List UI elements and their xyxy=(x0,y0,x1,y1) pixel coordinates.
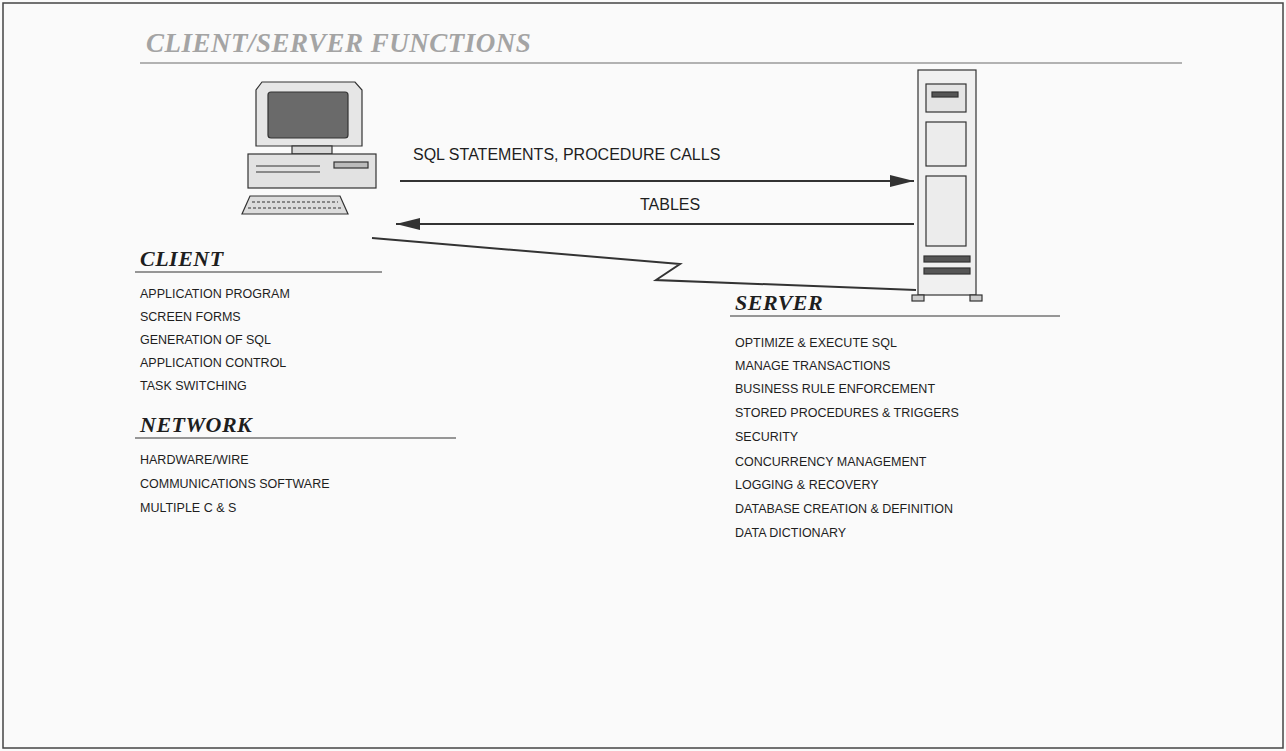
diagram-title: CLIENT/SERVER FUNCTIONS xyxy=(146,28,531,59)
function-item: COMMUNICATIONS SOFTWARE xyxy=(140,477,330,491)
request-arrow xyxy=(400,180,914,182)
function-item: STORED PROCEDURES & TRIGGERS xyxy=(735,406,959,420)
section-heading: CLIENT xyxy=(140,246,224,271)
function-item: BUSINESS RULE ENFORCEMENT xyxy=(735,382,935,396)
function-item: SCREEN FORMS xyxy=(140,310,241,324)
arrow-label: TABLES xyxy=(640,196,700,214)
page-frame xyxy=(3,3,1283,748)
function-item: HARDWARE/WIRE xyxy=(140,453,249,467)
section-heading: SERVER xyxy=(735,290,823,315)
function-item: OPTIMIZE & EXECUTE SQL xyxy=(735,336,897,350)
heading-rule xyxy=(135,437,456,438)
title-rule xyxy=(140,62,1182,64)
function-item: APPLICATION PROGRAM xyxy=(140,287,290,301)
function-item: TASK SWITCHING xyxy=(140,379,247,393)
function-item: APPLICATION CONTROL xyxy=(140,356,286,370)
function-item: LOGGING & RECOVERY xyxy=(735,478,879,492)
heading-rule xyxy=(730,315,1060,316)
function-item: MULTIPLE C & S xyxy=(140,501,236,515)
network-wire xyxy=(372,238,916,290)
computer-illustration xyxy=(242,82,376,214)
function-item: SECURITY xyxy=(735,430,798,444)
function-item: GENERATION OF SQL xyxy=(140,333,271,347)
function-item: MANAGE TRANSACTIONS xyxy=(735,359,890,373)
section-heading: NETWORK xyxy=(140,412,252,437)
function-item: CONCURRENCY MANAGEMENT xyxy=(735,455,926,469)
function-item: DATABASE CREATION & DEFINITION xyxy=(735,502,953,516)
heading-rule xyxy=(135,271,382,272)
response-arrow xyxy=(396,223,914,225)
server-illustration xyxy=(912,70,982,301)
arrow-label: SQL STATEMENTS, PROCEDURE CALLS xyxy=(413,146,720,164)
function-item: DATA DICTIONARY xyxy=(735,526,846,540)
